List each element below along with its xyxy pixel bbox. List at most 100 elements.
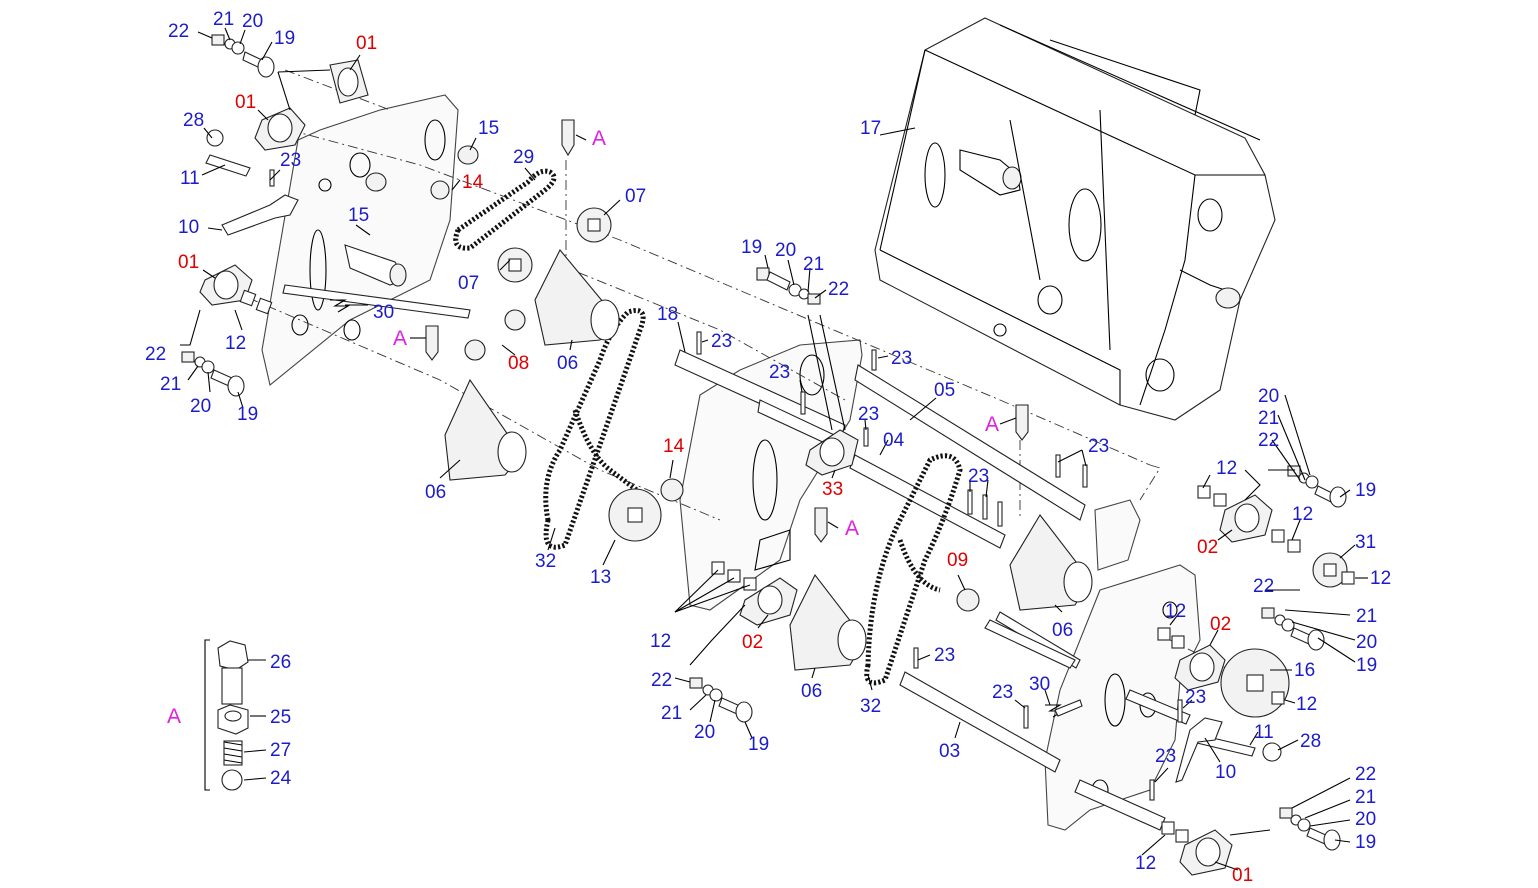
callout-label: 29	[513, 147, 534, 168]
callout-label: 15	[348, 205, 369, 226]
callout-label: 23	[1185, 687, 1206, 708]
callout-label: 01	[1232, 865, 1253, 886]
callout-label: 23	[711, 331, 732, 352]
callout-label: 21	[803, 254, 824, 275]
callout-labels: 22 21 20 19 01 01 28 11 23 10 15 14 29 A…	[145, 9, 1391, 886]
left-side-plate	[261, 94, 459, 386]
callout-label: 11	[1254, 722, 1274, 743]
callout-label: 04	[883, 430, 905, 451]
callout-label: 01	[235, 92, 256, 113]
callout-label: A	[592, 127, 606, 150]
callout-label: 23	[891, 348, 912, 369]
callout-label: 22	[1253, 576, 1274, 597]
callout-label: 23	[769, 362, 790, 383]
callout-label: 23	[280, 150, 301, 171]
legend-a: A 26 25 27 24	[167, 639, 292, 791]
callout-label: 14	[462, 172, 484, 193]
callout-label: 01	[178, 252, 199, 273]
callout-label: 23	[858, 404, 879, 425]
callout-label: 19	[1355, 832, 1376, 853]
callout-label: 23	[1088, 436, 1109, 457]
legend-item-ball: 24	[270, 768, 292, 789]
callout-label: 19	[274, 28, 295, 49]
callout-label: A	[393, 327, 407, 350]
callout-label: 20	[190, 396, 211, 417]
callout-label: 07	[625, 186, 646, 207]
callout-label: 03	[939, 741, 960, 762]
callout-label: 19	[741, 237, 762, 258]
callout-label: 01	[356, 33, 377, 54]
callout-label: 06	[1052, 620, 1073, 641]
callout-label: 12	[1135, 853, 1156, 874]
callout-label: 21	[1356, 606, 1377, 627]
callout-label: 20	[694, 722, 715, 743]
callout-label: A	[845, 517, 859, 540]
callout-label: 06	[425, 482, 446, 503]
callout-label: 19	[748, 734, 769, 755]
frame-housing-17	[874, 17, 1276, 421]
legend-item-bolt: 26	[270, 652, 291, 673]
callout-label: 32	[860, 696, 881, 717]
callout-label: 02	[1210, 614, 1231, 635]
callout-label: 05	[934, 380, 955, 401]
callout-label: 33	[822, 479, 843, 500]
callout-label: 11	[180, 168, 200, 189]
leader-lines	[180, 27, 1368, 871]
callout-label: 21	[1258, 408, 1279, 429]
callout-label: A	[985, 413, 999, 436]
callout-label: 21	[160, 374, 181, 395]
callout-label: 12	[1165, 601, 1186, 622]
callout-label: 12	[650, 631, 671, 652]
callout-label: 20	[242, 11, 263, 32]
callout-label: 21	[213, 9, 234, 30]
callout-label: 32	[535, 551, 556, 572]
callout-label: 08	[508, 353, 529, 374]
callout-label: 12	[1292, 504, 1313, 525]
callout-label: 30	[1029, 674, 1050, 695]
callout-label: 16	[1294, 660, 1315, 681]
bearings	[199, 59, 1273, 876]
callout-label: 10	[1215, 762, 1236, 783]
cone-sprockets	[444, 248, 1093, 671]
callout-label: 22	[145, 344, 166, 365]
callout-label: 06	[801, 681, 822, 702]
callout-label: 20	[1258, 386, 1279, 407]
callout-label: 19	[1355, 480, 1376, 501]
callout-label: 21	[1355, 787, 1376, 808]
callout-label: 09	[947, 550, 968, 571]
callout-label: 12	[1296, 694, 1317, 715]
callout-label: 12	[1216, 458, 1237, 479]
callout-label: 20	[775, 240, 796, 261]
callout-label: 20	[1355, 809, 1376, 830]
callout-label: 02	[742, 632, 763, 653]
callout-label: 22	[651, 670, 672, 691]
callout-label: 06	[557, 353, 578, 374]
legend-item-spring: 27	[270, 740, 291, 761]
callout-label: 22	[1355, 764, 1376, 785]
callout-label: 12	[225, 333, 246, 354]
small-hardware	[181, 34, 1355, 851]
callout-label: 19	[1356, 655, 1377, 676]
callout-label: 21	[661, 703, 682, 724]
callout-label: 15	[478, 118, 499, 139]
chains	[453, 168, 963, 686]
callout-label: 18	[657, 304, 678, 325]
shafts	[205, 154, 1256, 757]
callout-label: 20	[1356, 632, 1377, 653]
callout-label: 23	[992, 682, 1013, 703]
flat-sprockets	[430, 180, 1348, 718]
callout-label: 10	[178, 217, 199, 238]
callout-label: 23	[968, 466, 989, 487]
callout-label: 28	[1300, 731, 1321, 752]
callout-label: 23	[934, 645, 955, 666]
callout-label: 17	[860, 118, 881, 139]
callout-label: 30	[373, 302, 394, 323]
callout-label: 23	[1155, 746, 1176, 767]
callout-label: 14	[663, 436, 685, 457]
callout-label: 22	[168, 21, 189, 42]
callout-label: 28	[183, 110, 204, 131]
callout-label: 07	[458, 273, 479, 294]
callout-label: 12	[1370, 568, 1391, 589]
legend-title: A	[167, 705, 181, 728]
